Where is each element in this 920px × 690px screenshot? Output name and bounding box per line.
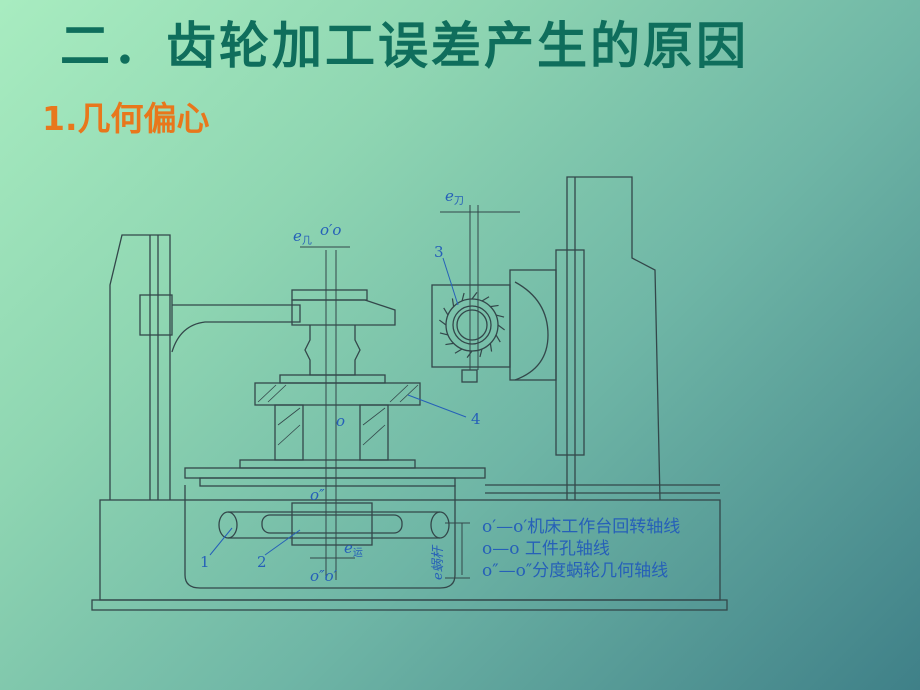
arbor-top [291,289,368,301]
cutter-head [431,284,511,368]
hob-tooth [495,334,501,343]
label-o-double: o″ [310,486,325,504]
hob-tooth [479,348,483,358]
hob-tooth [451,298,455,307]
legend-line-1: o′—o′机床工作台回转轴线 [482,517,681,537]
hob-tooth [439,319,447,326]
support-arm [171,304,301,353]
index-worm-wheel [291,502,373,546]
label-part-2: 2 [257,553,267,571]
machine-base [91,599,728,611]
left-column [109,234,171,500]
hob-tooth [495,314,505,318]
worm-shaft [228,511,440,539]
hob-tooth [481,296,490,302]
label-e-woggan: e蜗杆 [431,544,446,580]
hob-tooth [490,304,499,308]
hob-tooth [489,343,493,352]
column-clamp [139,294,173,336]
label-e-yun: e运 [344,539,363,559]
label-o-double-o-prime: o″o′ [310,567,338,585]
slide-subtitle: 1.几何偏心 [42,99,210,138]
work-table [239,459,416,469]
hob-tooth [461,292,465,302]
hob-tooth [443,307,449,316]
label-part-4: 4 [471,410,481,428]
machine-bed [99,499,721,601]
hob-tooth [497,324,505,331]
hob-tooth [445,342,454,346]
legend-line-3: o″—o″分度蜗轮几何轴线 [482,561,669,581]
label-part-1: 1 [200,553,210,571]
label-e-ji: e几 [293,227,312,247]
hob-tooth [454,348,463,354]
label-e-cutter: e刀 [445,187,464,207]
hob-cutter [445,298,499,352]
hob-tooth [471,292,478,300]
label-o-center: o [336,412,345,430]
legend-line-2: o—o 工件孔轴线 [482,539,610,559]
label-part-3: 3 [434,243,444,261]
slide-title: 二．齿轮加工误差产生的原因 [60,17,749,75]
workpiece-blank [254,382,421,406]
bed-cavity [184,485,456,589]
hob-tooth [466,350,473,358]
hob-tooth [439,332,449,336]
label-o-prime-o: o′o [320,221,341,239]
cutter-slide [555,249,585,456]
right-column [566,176,661,501]
